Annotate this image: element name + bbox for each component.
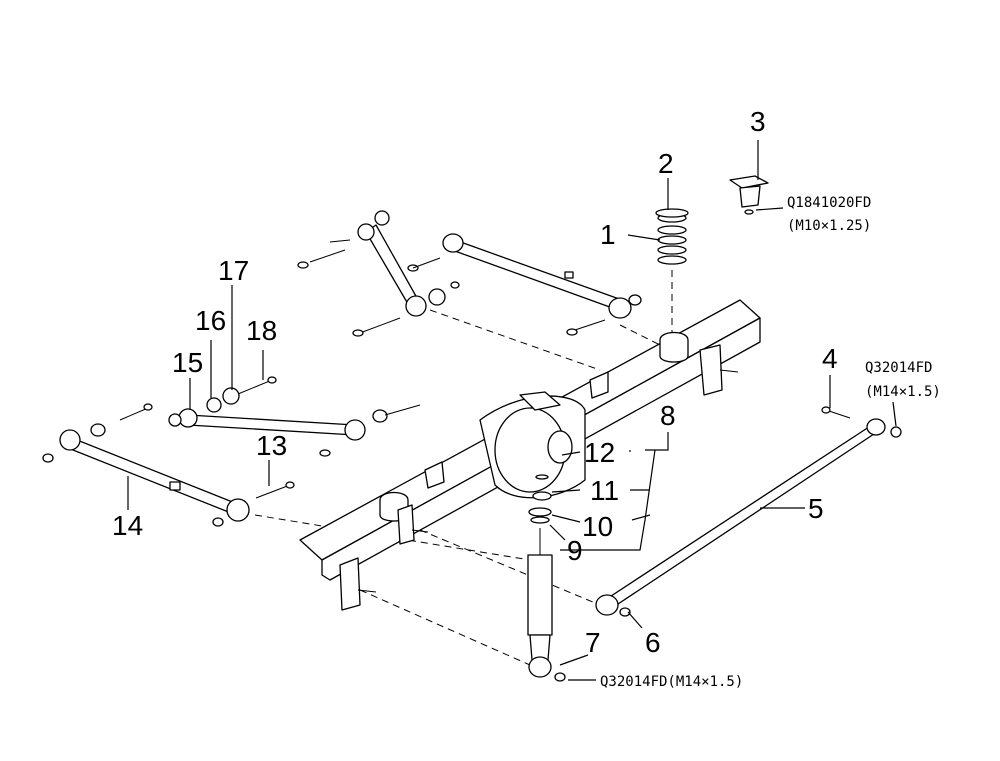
assembly-dashed-lines bbox=[254, 270, 673, 666]
callout-9: 9 bbox=[567, 535, 583, 566]
callout-12: 12 bbox=[584, 437, 615, 468]
bolt-top-code: Q1841020FD bbox=[787, 195, 871, 211]
nut-right-code: Q32014FD bbox=[865, 360, 932, 376]
shock-absorber bbox=[527, 474, 566, 682]
callout-leader-lines bbox=[127, 140, 897, 681]
callout-5: 5 bbox=[808, 493, 824, 524]
rear-axle-housing bbox=[299, 299, 761, 611]
callout-8: 8 bbox=[660, 400, 676, 431]
upper-link-rod bbox=[442, 233, 642, 336]
callout-11: 11 bbox=[590, 475, 619, 506]
callout-13: 13 bbox=[256, 430, 287, 461]
nut-bottom-code: Q32014FD(M14×1.5) bbox=[600, 674, 743, 690]
bump-stopper bbox=[729, 175, 769, 215]
callout-6: 6 bbox=[645, 627, 661, 658]
lateral-rod bbox=[595, 406, 902, 617]
upper-arm bbox=[297, 210, 460, 337]
callout-16: 16 bbox=[195, 305, 226, 336]
callout-18: 18 bbox=[246, 315, 277, 346]
lower-arm bbox=[42, 423, 295, 527]
callout-3: 3 bbox=[750, 106, 766, 137]
upper-control-arm bbox=[119, 376, 421, 457]
callout-14: 14 bbox=[112, 510, 143, 541]
callout-17: 17 bbox=[218, 255, 249, 286]
callout-2: 2 bbox=[658, 148, 674, 179]
nut-right-size: (M14×1.5) bbox=[865, 384, 941, 400]
bolt-top-size: (M10×1.25) bbox=[787, 218, 871, 234]
callout-1: 1 bbox=[600, 219, 616, 250]
callout-10: 10 bbox=[582, 511, 613, 542]
callout-4: 4 bbox=[822, 343, 838, 374]
spring-upper-seat bbox=[655, 208, 689, 218]
coil-spring bbox=[657, 213, 687, 265]
callout-7: 7 bbox=[585, 627, 601, 658]
callout-15: 15 bbox=[172, 347, 203, 378]
